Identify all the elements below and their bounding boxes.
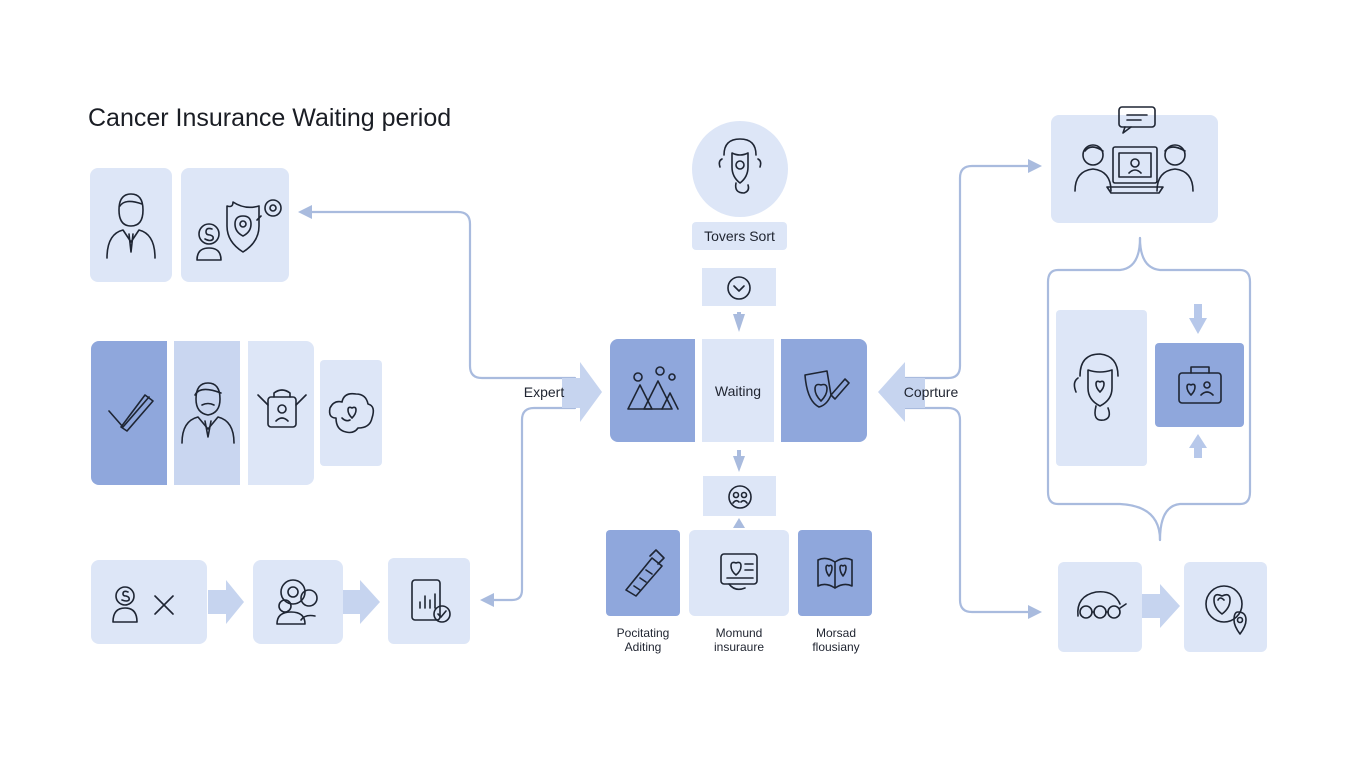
bottom-item-3-tile[interactable] bbox=[798, 530, 872, 616]
tile-consultation[interactable] bbox=[1051, 106, 1218, 223]
hub-right-tile[interactable] bbox=[781, 339, 867, 442]
tile-coins-people[interactable] bbox=[253, 560, 343, 644]
tile-agent[interactable] bbox=[174, 341, 240, 485]
tile-heart-location[interactable] bbox=[1184, 562, 1267, 652]
connector-right-bottom bbox=[903, 406, 1032, 614]
people-circle-icon bbox=[728, 485, 752, 509]
connector-top-left bbox=[308, 210, 577, 380]
tile-tablet-chart[interactable] bbox=[388, 558, 470, 644]
cloud-heart-icon bbox=[328, 392, 375, 434]
arrow-row3-right bbox=[1142, 584, 1180, 628]
bottom-item-3-label: Morsad flousiany bbox=[812, 626, 860, 654]
divider-bar bbox=[241, 352, 247, 474]
chevron-down-circle-icon bbox=[727, 276, 751, 300]
hub-center-label: Waiting bbox=[714, 383, 762, 399]
tile-glasses[interactable] bbox=[1058, 562, 1142, 652]
arrow-down-2 bbox=[733, 456, 745, 472]
lock-bag-icon bbox=[257, 389, 307, 428]
arrow-down-1 bbox=[733, 314, 745, 332]
tile-money-shield[interactable] bbox=[181, 168, 289, 282]
glasses-person-icon bbox=[1077, 590, 1127, 619]
tile-cloud-heart[interactable] bbox=[320, 360, 382, 466]
arrow-into-hub-right bbox=[878, 362, 925, 422]
connector-bottom-left bbox=[488, 406, 577, 602]
bottom-item-1-label: Pocitating Aditing bbox=[616, 626, 670, 654]
tile-lock-bag[interactable] bbox=[248, 341, 314, 485]
hub-center-tile[interactable]: Waiting bbox=[702, 339, 774, 442]
connector-right-top bbox=[903, 164, 1032, 380]
tile-money-x[interactable] bbox=[91, 560, 207, 644]
consultation-laptop-icon bbox=[1074, 106, 1194, 194]
bottom-item-1-tile[interactable] bbox=[606, 530, 680, 616]
arrowhead-top-left bbox=[298, 205, 312, 219]
diagram-title: Cancer Insurance Waiting period bbox=[88, 104, 452, 132]
medical-bag-icon bbox=[1178, 366, 1222, 404]
tile-headset-shield[interactable] bbox=[1056, 310, 1147, 466]
mustache-man-icon bbox=[181, 382, 235, 444]
connector-right-bracket bbox=[1046, 236, 1162, 542]
tile-medical-bag[interactable] bbox=[1155, 343, 1244, 427]
hub-top-label: Tovers Sort bbox=[704, 228, 775, 244]
heart-location-icon bbox=[1205, 585, 1247, 635]
headset-heart-icon bbox=[1073, 353, 1119, 422]
businessman-icon bbox=[106, 193, 156, 259]
coins-people-icon bbox=[276, 579, 318, 625]
hub-left-label: Expert bbox=[523, 384, 565, 400]
bottom-item-2-tile[interactable] bbox=[689, 530, 789, 616]
arrowhead-right-top bbox=[1028, 159, 1042, 173]
arrow-row3-a bbox=[208, 580, 244, 624]
arrow-into-hub-left bbox=[562, 362, 602, 422]
hub-bottom-box[interactable] bbox=[703, 476, 776, 516]
money-shield-icon bbox=[196, 199, 282, 261]
arrow-down-right-panel bbox=[1189, 318, 1207, 334]
tablet-chart-check-icon bbox=[411, 579, 451, 623]
arrow-up-small bbox=[733, 518, 745, 528]
tile-check[interactable] bbox=[91, 341, 167, 485]
book-map-icon bbox=[817, 557, 853, 589]
bottom-item-2-label: Momund insuraure bbox=[713, 626, 765, 654]
mountain-people-icon bbox=[627, 366, 679, 410]
heart-document-icon bbox=[720, 553, 758, 591]
pill-tube-icon bbox=[625, 549, 665, 597]
hub-top-circle[interactable] bbox=[692, 121, 788, 217]
checkmark-pen-icon bbox=[108, 394, 154, 432]
arrow-row3-b bbox=[342, 580, 380, 624]
heart-pen-icon bbox=[804, 370, 850, 408]
hub-left-tile[interactable] bbox=[610, 339, 695, 442]
tile-person[interactable] bbox=[90, 168, 172, 282]
arrowhead-bottom-left bbox=[480, 593, 494, 607]
arrow-up-right-panel bbox=[1189, 434, 1207, 448]
hub-right-label: Coprture bbox=[903, 384, 959, 400]
hub-chevron-box[interactable] bbox=[702, 268, 776, 306]
arrowhead-right-bottom bbox=[1028, 605, 1042, 619]
money-cancel-icon bbox=[112, 586, 174, 623]
headset-shield-icon bbox=[718, 138, 762, 194]
hub-top-label-box: Tovers Sort bbox=[692, 222, 787, 250]
